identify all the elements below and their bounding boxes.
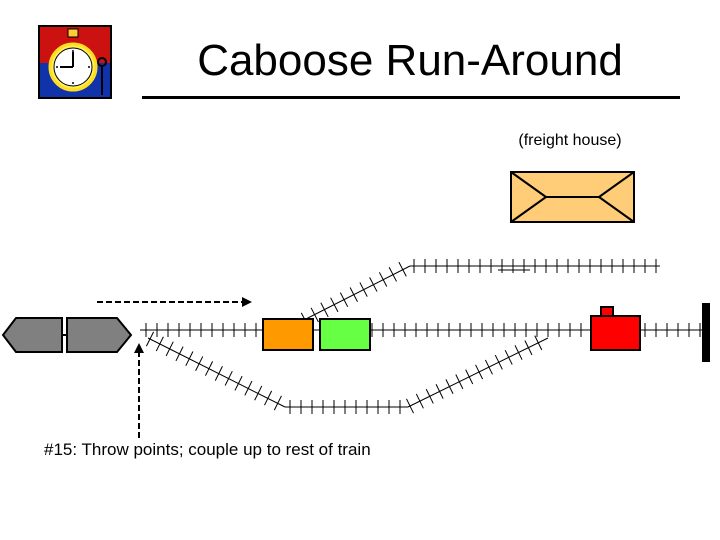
siding-tie bbox=[406, 398, 414, 414]
upper-spur-tie bbox=[359, 282, 368, 297]
siding-tie bbox=[445, 379, 454, 394]
siding-tie bbox=[534, 335, 543, 351]
upper-spur-tie bbox=[330, 297, 339, 313]
siding-tie bbox=[185, 351, 194, 367]
upper-spur-diagonal-rail bbox=[299, 265, 411, 323]
siding-tie bbox=[484, 359, 493, 375]
tracks bbox=[140, 259, 710, 414]
upper-spur-tie bbox=[369, 277, 378, 292]
stopwatch-logo-icon bbox=[38, 25, 112, 99]
siding-tie bbox=[234, 375, 243, 391]
locomotive bbox=[1, 317, 133, 353]
siding-tie bbox=[465, 369, 474, 385]
siding-tie bbox=[224, 370, 233, 386]
siding-tie bbox=[524, 340, 533, 356]
green-freight-car bbox=[319, 318, 371, 351]
slide-title: Caboose Run-Around bbox=[197, 36, 623, 85]
siding-tie bbox=[273, 395, 282, 411]
siding-tie bbox=[435, 384, 444, 399]
siding-tie bbox=[254, 385, 263, 401]
siding-tie bbox=[415, 393, 424, 409]
upper-spur-tie bbox=[320, 302, 329, 318]
siding-tie bbox=[425, 388, 434, 404]
siding-tie bbox=[175, 346, 184, 362]
upper-spur-tie bbox=[388, 266, 397, 282]
siding-tie bbox=[494, 354, 503, 370]
orange-freight-car bbox=[262, 318, 314, 351]
caboose bbox=[590, 306, 641, 351]
upper-spur-tie bbox=[349, 287, 358, 302]
upper-spur-tie bbox=[339, 292, 349, 308]
siding-tie bbox=[264, 390, 273, 406]
siding-tie bbox=[145, 331, 155, 347]
upper-spur-tie bbox=[398, 261, 407, 277]
siding-tie bbox=[195, 356, 204, 371]
siding-tie bbox=[475, 364, 484, 380]
title-underline bbox=[142, 96, 680, 99]
siding-tie bbox=[504, 349, 513, 365]
upper-spur-tie bbox=[378, 272, 388, 287]
siding-tie bbox=[155, 336, 164, 352]
step-caption: #15: Throw points; couple up to rest of … bbox=[44, 440, 371, 459]
siding-left-diagonal-rail bbox=[147, 337, 286, 408]
siding-tie bbox=[514, 345, 523, 360]
siding-tie bbox=[214, 366, 223, 381]
siding-right-diagonal-rail bbox=[407, 337, 549, 408]
freight-house bbox=[510, 171, 635, 223]
siding-tie bbox=[455, 374, 464, 390]
upper-spur-tie bbox=[310, 307, 319, 323]
end-of-track-bumper bbox=[702, 303, 710, 362]
freight-house-label: (freight house) bbox=[518, 132, 622, 149]
siding-tie bbox=[165, 341, 174, 357]
siding-tie bbox=[244, 380, 253, 396]
siding-tie bbox=[205, 361, 214, 376]
